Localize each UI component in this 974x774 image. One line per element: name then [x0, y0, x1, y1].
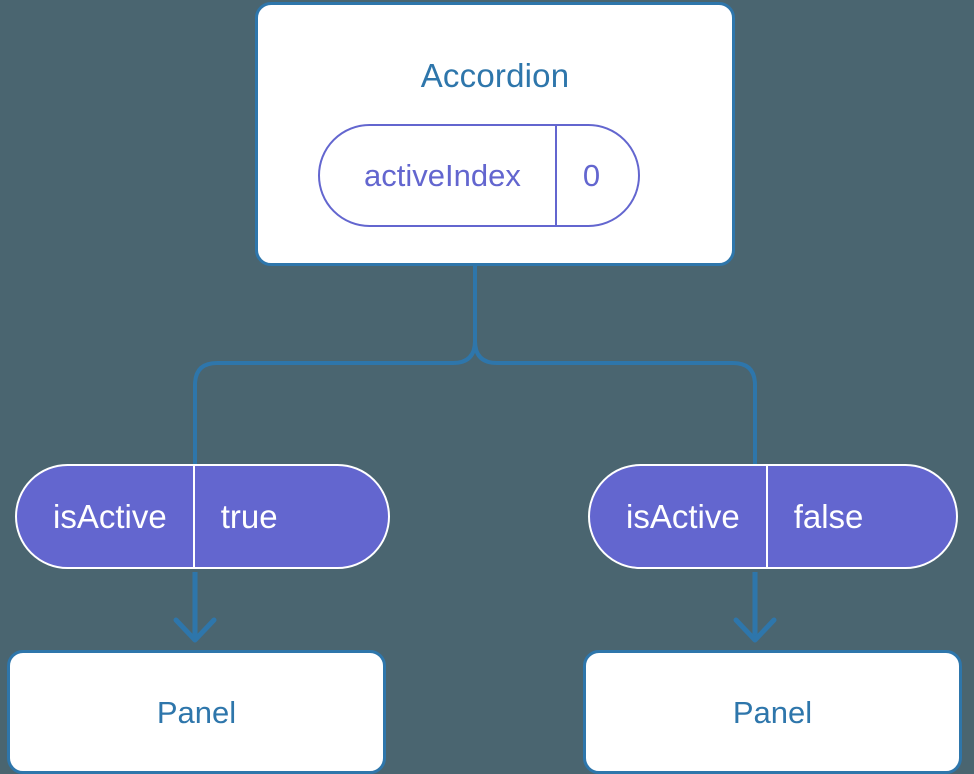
arrow-left-prop-to-panel — [173, 572, 217, 643]
prop-pill-key: isActive — [626, 497, 740, 535]
accordion-component-card[interactable]: Accordion activeIndex 0 — [255, 2, 735, 266]
prop-pill-is-active-false[interactable]: isActive false — [588, 464, 958, 569]
panel-component-card-left[interactable]: Panel — [7, 650, 386, 774]
panel-component-card-right[interactable]: Panel — [583, 650, 962, 774]
prop-pill-value: true — [192, 466, 314, 567]
prop-pill-is-active-true[interactable]: isActive true — [15, 464, 390, 569]
arrow-right-prop-to-panel — [733, 572, 777, 643]
state-pill-value: 0 — [554, 126, 638, 225]
state-pill-active-index[interactable]: activeIndex 0 — [318, 124, 641, 227]
tree-connector-path — [193, 264, 477, 466]
accordion-title: Accordion — [420, 57, 570, 94]
prop-pill-key: isActive — [53, 497, 167, 535]
prop-pill-value: false — [765, 466, 900, 567]
panel-title: Panel — [156, 695, 237, 730]
panel-title: Panel — [732, 695, 813, 730]
tree-connector-path-right — [473, 264, 757, 466]
state-pill-key: activeIndex — [364, 157, 521, 193]
